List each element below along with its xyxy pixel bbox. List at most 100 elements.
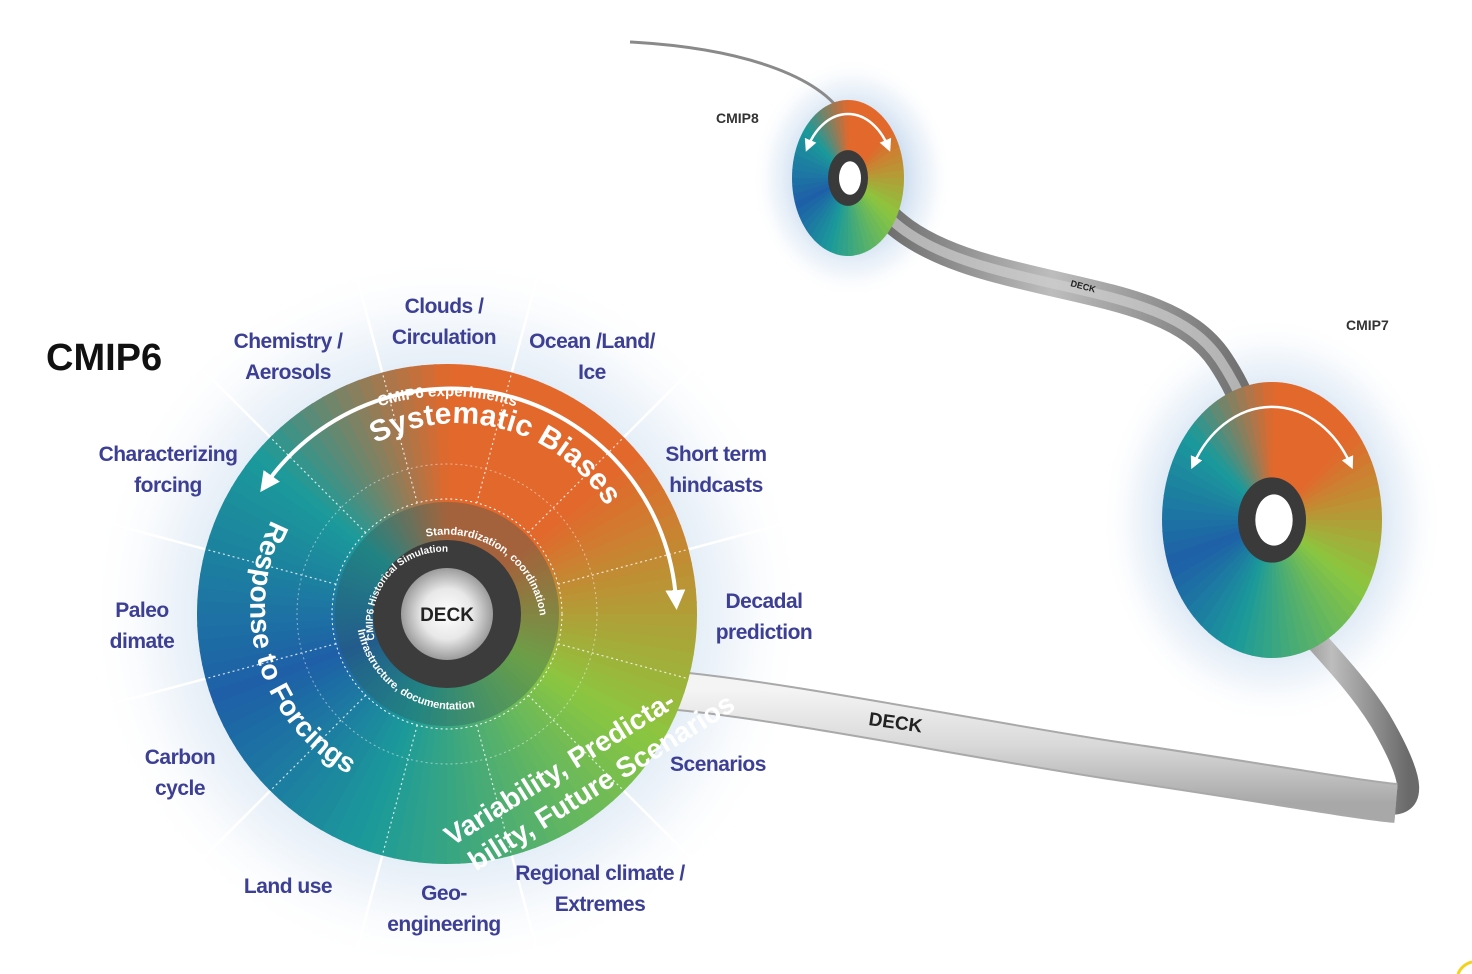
- cmip7-wheel-segment: [1163, 482, 1246, 514]
- cmip8-wheel-segment: [863, 182, 903, 203]
- cmip8-wheel-segment: [810, 194, 839, 242]
- cmip8-wheel-segment: [863, 153, 903, 174]
- cmip8-wheel-segment: [814, 195, 840, 246]
- cmip7-wheel-segment: [1289, 414, 1351, 496]
- theme-label-line: Decadal: [725, 590, 802, 613]
- cmip8-wheel-segment: [849, 199, 860, 256]
- theme-label-clouds: Clouds /Circulation: [392, 295, 496, 349]
- theme-spoke: [510, 855, 542, 963]
- theme-label-line: Clouds /: [405, 295, 484, 318]
- cmip8-wheel-segment: [792, 160, 833, 176]
- cmip7-wheel-segment: [1287, 546, 1343, 634]
- cmip8-wheel-segment: [857, 194, 886, 242]
- theme-label-line: forcing: [134, 474, 202, 497]
- theme-spoke: [98, 677, 206, 709]
- cmip7-wheel-segment: [1200, 546, 1256, 634]
- cmip7-wheel-segment: [1194, 413, 1255, 496]
- theme-label-decadal: Decadal prediction: [716, 590, 813, 644]
- theme-label-geo: Geo-engineering: [387, 882, 501, 936]
- ring-divider: [382, 724, 418, 854]
- theme-spoke: [352, 855, 384, 963]
- cmip8-wheel-segment: [792, 180, 833, 195]
- cmip7-wheel-segment: [1165, 528, 1246, 568]
- theme-spoke: [688, 519, 796, 551]
- cmip7-core: [1255, 494, 1293, 546]
- cmip8-wheel-segment: [862, 146, 902, 172]
- cmip6-title: CMIP6: [46, 337, 162, 379]
- cmip8-wheel-segment: [852, 198, 871, 253]
- cmip8-wheel-segment: [861, 187, 900, 218]
- cmip8-wheel-segment: [794, 145, 834, 172]
- theme-label-line: Regional climate /: [515, 862, 685, 885]
- cmip7-wheel-segment: [1171, 534, 1248, 589]
- theme-label-line: Aerosols: [245, 361, 331, 384]
- theme-label-line: Carbon: [145, 746, 216, 769]
- ring-circle: [296, 463, 598, 765]
- cmip7-arrow: [1190, 405, 1354, 470]
- cmip8-wheel-segment: [862, 184, 902, 211]
- cmip8-wheel: [792, 100, 904, 256]
- cmip8-wheel-segment: [863, 178, 904, 187]
- theme-spoke: [510, 265, 542, 373]
- cmip8-wheel-segment: [799, 188, 836, 224]
- cmip8-wheel-segment: [805, 192, 838, 236]
- cmip7-title: CMIP7: [1346, 317, 1389, 333]
- theme-label-chemistry: Chemistry /Aerosols: [234, 330, 344, 384]
- cmip7-wheel: [1161, 382, 1383, 659]
- deck-core: [401, 568, 493, 660]
- ring-divider: [207, 643, 337, 679]
- theme-spoke: [98, 519, 206, 551]
- theme-label-line: prediction: [716, 621, 813, 644]
- cmip8-wheel-segment: [824, 198, 844, 253]
- theme-spoke: [191, 358, 272, 439]
- cmip7-wheel-segment: [1168, 460, 1247, 508]
- cmip8-wheel-segment: [863, 169, 904, 179]
- cmip8-arrow: [804, 112, 892, 152]
- cmip8-wheel-segment: [859, 191, 894, 231]
- theme-label-line: Characterizing: [99, 443, 238, 466]
- theme-spoke: [622, 358, 703, 439]
- ring-divider: [527, 694, 623, 790]
- cmip7-wheel-segment: [1296, 534, 1372, 591]
- cmip7-wheel-segment: [1181, 539, 1251, 609]
- corner-mark: [1456, 960, 1472, 974]
- cmip8-wheel-segment: [854, 197, 876, 250]
- ring-divider: [271, 694, 367, 790]
- cmip8-wheel-segment: [835, 199, 847, 256]
- cmip7-wheel-segment: [1163, 525, 1245, 556]
- theme-label-line: engineering: [387, 913, 501, 936]
- theme-spoke: [191, 789, 272, 870]
- cmip7-wheel-segment: [1299, 484, 1381, 515]
- cmip8-wheel-segment: [863, 180, 904, 196]
- cmip7-wheel-segment: [1278, 553, 1310, 654]
- theme-label-line: Geo-: [421, 882, 467, 905]
- theme-label-scenarios: Scenarios: [670, 753, 766, 776]
- cmip7-wheel-segment: [1288, 406, 1344, 494]
- cmip7-wheel-segment: [1293, 540, 1363, 610]
- cmip8-wheel-segment: [863, 161, 904, 176]
- cmip7-wheel-segment: [1281, 551, 1319, 651]
- cmip7-wheel-segment: [1294, 537, 1368, 601]
- cmip8-wheel-segment: [851, 199, 866, 255]
- cmip7-wheel-segment: [1207, 548, 1258, 640]
- cmip7-wheel-segment: [1291, 542, 1357, 619]
- cmip8-wheel-segment: [796, 186, 835, 217]
- experiments-arrow: [260, 386, 686, 610]
- theme-label-line: Ocean /Land/: [529, 330, 656, 353]
- cmip8-wheel-segment: [793, 153, 833, 174]
- cmip7-wheel-segment: [1193, 544, 1255, 626]
- cmip8-wheel-segment: [792, 177, 833, 187]
- cmip7-wheel-segment: [1165, 471, 1246, 511]
- cmip7-wheel-segment: [1162, 522, 1245, 544]
- cmip7-wheel-segment: [1297, 461, 1376, 509]
- theme-label-ocean: Ocean /Land/Ice: [529, 330, 656, 384]
- theme-label-land-use: Land use: [244, 875, 332, 898]
- theme-label-line: Short term: [665, 443, 766, 466]
- ring-divider: [557, 643, 687, 679]
- deck-center-label: DECK: [420, 605, 474, 626]
- theme-label-line: Extremes: [555, 893, 646, 916]
